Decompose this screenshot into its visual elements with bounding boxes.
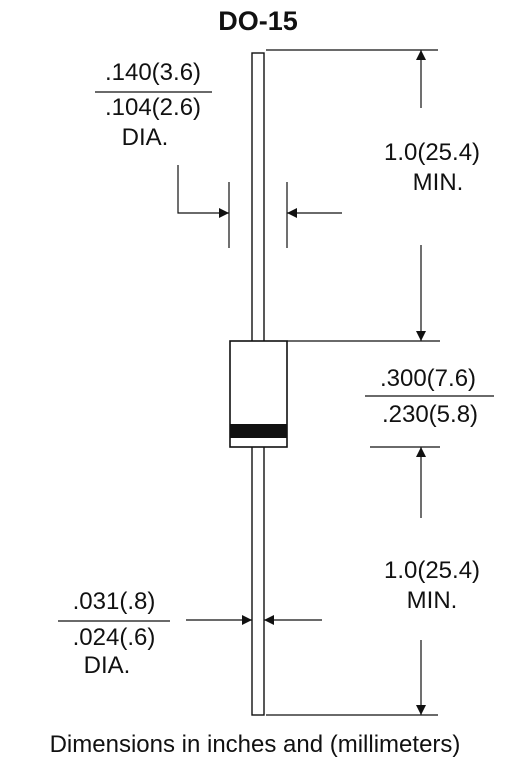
arrow-left [177, 165, 229, 218]
dimensions-caption: Dimensions in inches and (millimeters) [50, 731, 461, 758]
body-diameter-max: .140(3.6) [105, 59, 201, 86]
lead-diameter-suffix: DIA. [84, 652, 131, 679]
lead-diameter-min: .024(.6) [73, 624, 156, 651]
body-length-dimension: .300(7.6) .230(5.8) [287, 340, 494, 448]
lead-diameter-max: .031(.8) [73, 588, 156, 615]
lead-diameter-dimension: .031(.8) .024(.6) DIA. [58, 588, 322, 679]
package-title: DO-15 [218, 6, 298, 36]
body-length-max: .300(7.6) [380, 365, 476, 392]
body-diameter-min: .104(2.6) [105, 94, 201, 121]
bottom-lead-length-suffix: MIN. [407, 587, 458, 614]
top-lead-length-suffix: MIN. [413, 169, 464, 196]
body-diameter-dimension: .140(3.6) .104(2.6) DIA. [95, 59, 342, 248]
top-lead-length-value: 1.0(25.4) [384, 139, 480, 166]
top-lead-length-dimension: 1.0(25.4) MIN. [266, 49, 480, 341]
bottom-lead-length-value: 1.0(25.4) [384, 557, 480, 584]
cathode-band [230, 424, 287, 438]
body-diameter-suffix: DIA. [122, 124, 169, 151]
body-length-min: .230(5.8) [382, 401, 478, 428]
bottom-lead-length-dimension: 1.0(25.4) MIN. [266, 447, 480, 716]
